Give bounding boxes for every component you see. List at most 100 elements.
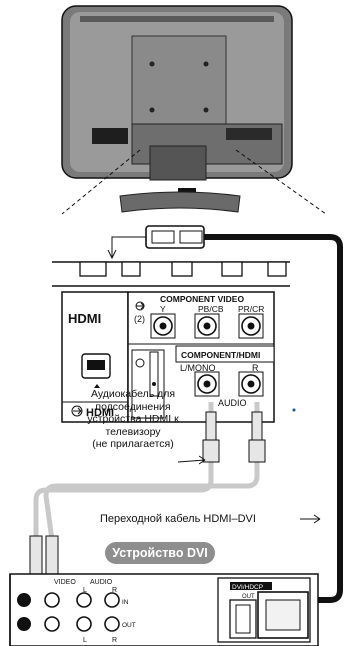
- audio-jack-label-l: L/MONO: [180, 363, 216, 373]
- audio-cable: [29, 402, 266, 577]
- rca-plug-device-l: [29, 535, 43, 577]
- label-pointer-audio: [177, 459, 206, 463]
- component-hdmi-title: COMPONENT/HDMI: [181, 350, 260, 360]
- jack-ring: [153, 316, 173, 336]
- audio-label: AUDIO: [218, 398, 247, 408]
- audio-cable-label-line: (не прилагается): [92, 438, 174, 450]
- device-in-label: IN: [122, 599, 129, 606]
- audio-cable-label-line: устройства HDMI к: [87, 413, 179, 425]
- hdmi-dvi-wire: [204, 234, 343, 603]
- dvi-device-badge: Устройство DVI: [105, 542, 215, 564]
- tv-mount-plate: [131, 35, 227, 129]
- device-video-label: VIDEO: [54, 579, 76, 586]
- component-hdmi-header: [175, 345, 275, 363]
- input-arrow: [136, 302, 145, 310]
- rca-plug-device-r: [45, 535, 59, 577]
- tv-stand-neck: [149, 145, 207, 181]
- video-jack-out[interactable]: [44, 616, 60, 632]
- device-l-label: L: [83, 587, 87, 594]
- tv-screw: [203, 61, 209, 67]
- audio-cable-label-line: Аудиокабель для: [90, 388, 176, 400]
- jack-center: [247, 322, 255, 330]
- audio-cable-right-wire: [43, 483, 57, 541]
- arrow-right-icon: [313, 514, 321, 524]
- svideo-jack[interactable]: [17, 617, 31, 631]
- audio-cable-label-line: подсоединения: [95, 400, 171, 413]
- audio-jack-label-r: R: [252, 363, 259, 373]
- hdmi-dvi-cable: [107, 225, 343, 603]
- tv-rear-view: [61, 5, 293, 213]
- tv-side-jacks: [92, 128, 128, 144]
- dvi-out-label: OUT: [242, 594, 255, 600]
- jack-center: [159, 322, 167, 330]
- audio-cable-label: Аудиокабель для подсоединения устройства…: [58, 388, 208, 451]
- panel-slot: [121, 261, 141, 277]
- audio-jack-l[interactable]: [194, 371, 220, 397]
- tv-vent: [80, 16, 274, 22]
- jack-ring: [241, 374, 261, 394]
- dot-marker: [292, 408, 296, 412]
- tv-connector-panel: HDMI HDMI COMPONENT VIDEO (2) Y PB/CB PR…: [52, 261, 290, 423]
- jack-bezel: [238, 313, 264, 339]
- input-icon: [71, 405, 83, 417]
- tv-screw: [149, 61, 155, 67]
- component-jack-y[interactable]: [150, 313, 176, 339]
- panel-slot: [221, 261, 243, 277]
- jack-ring: [241, 316, 261, 336]
- audio-cable-label-line: телевизору: [105, 425, 161, 438]
- zoom-line-left: [61, 149, 141, 215]
- audio-jack-r[interactable]: [238, 371, 264, 397]
- hdmi-plug-pointer: [111, 236, 146, 258]
- component-video-title: COMPONENT VIDEO: [160, 294, 244, 304]
- video-jack-in[interactable]: [44, 592, 60, 608]
- audio-in-l-jack[interactable]: [76, 592, 92, 608]
- jack-label-pr: PR/CR: [238, 304, 264, 314]
- arrow-right-icon: [198, 455, 206, 465]
- headphone-jack-center: [152, 382, 156, 386]
- hdmi-port-opening: [87, 360, 105, 370]
- device-audio-label: AUDIO: [90, 579, 113, 586]
- rca-plug-body: [248, 439, 266, 463]
- jack-center: [247, 380, 255, 388]
- component-jack-pb[interactable]: [194, 313, 220, 339]
- jack-label-y: Y: [160, 304, 166, 314]
- dvi-port-label-bg: [230, 582, 272, 590]
- hdmi-input-marker: (2): [134, 314, 145, 324]
- jack-center: [203, 322, 211, 330]
- adapter-cable-label: Переходной кабель HDMI–DVI: [100, 513, 256, 525]
- audio-cable-right-top: [56, 402, 260, 489]
- rca-plug-body: [202, 439, 220, 463]
- tv-screw: [149, 107, 155, 113]
- device-l-label-bottom: L: [83, 637, 87, 644]
- panel-slot: [171, 261, 193, 277]
- headphone-block: [131, 349, 165, 419]
- device-r-label: R: [112, 587, 117, 594]
- headphone-jack: [149, 351, 159, 397]
- dvi-plug-body: [265, 599, 301, 631]
- dvi-device: VIDEO AUDIO L R IN OUT L R DVI/HDCP OUT: [9, 573, 319, 646]
- panel-slot: [267, 261, 287, 277]
- dvi-port-label: DVI/HDCP: [232, 584, 263, 591]
- jack-center: [203, 380, 211, 388]
- tv-stand-base: [119, 191, 241, 213]
- dvi-port-pins: [235, 604, 251, 634]
- hdmi-logo: HDMI: [68, 311, 101, 326]
- tv-screw: [203, 107, 209, 113]
- audio-out-l-jack[interactable]: [76, 616, 92, 632]
- audio-in-r-jack[interactable]: [104, 592, 120, 608]
- jack-ring: [197, 316, 217, 336]
- hdmi-port-label: HDMI: [86, 407, 114, 419]
- device-out-label: OUT: [122, 622, 136, 629]
- device-r-label-bottom: R: [112, 637, 117, 644]
- jack-ring: [197, 374, 217, 394]
- component-jack-pr[interactable]: [238, 313, 264, 339]
- input-arrow: [73, 407, 82, 415]
- arrow-up-icon: [94, 384, 100, 388]
- hdmi-plug-grip: [179, 230, 203, 244]
- svideo-jack[interactable]: [17, 593, 31, 607]
- jack-label-pb: PB/CB: [198, 304, 224, 314]
- audio-out-r-jack[interactable]: [104, 616, 120, 632]
- arrow-down-icon: [107, 249, 117, 260]
- zoom-line-right: [235, 149, 327, 215]
